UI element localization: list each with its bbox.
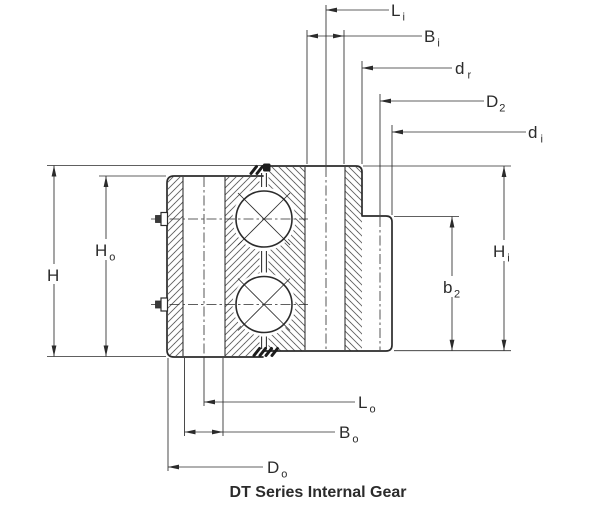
grease-nipple-top-flange: [160, 211, 169, 227]
seal-bottom-marks: [252, 347, 279, 357]
inner-ring-right-hatch: [345, 167, 362, 351]
grease-nipple-top: [155, 211, 169, 227]
dimension-h: H: [43, 165, 64, 357]
seal-top-marks: [249, 165, 264, 175]
centerlines: [151, 167, 381, 357]
outer-ring-outline: [166, 175, 264, 358]
grease-nipple-bottom: [155, 297, 169, 312]
label-d2: D2: [486, 92, 505, 115]
diagram-title: DT Series Internal Gear: [230, 484, 407, 501]
grease-nipple-bottom-flange: [160, 297, 169, 312]
seal-top-block: [263, 163, 271, 172]
seal-bottom: [252, 347, 279, 357]
grease-nipple-top-head: [155, 215, 162, 223]
grease-nipple-bottom-head: [155, 300, 162, 309]
bearing-cross-section: [151, 163, 393, 358]
label-h: H: [47, 266, 59, 285]
extension-lines: [47, 5, 511, 471]
seal-top: [249, 163, 271, 175]
ring-internal-boundaries: [182, 167, 346, 356]
ball-spacer-column: [259, 171, 269, 349]
outer-ring-left-hatch: [168, 177, 183, 356]
dimension-d2: D2: [380, 92, 505, 115]
inner-ring-outline: [262, 165, 393, 352]
